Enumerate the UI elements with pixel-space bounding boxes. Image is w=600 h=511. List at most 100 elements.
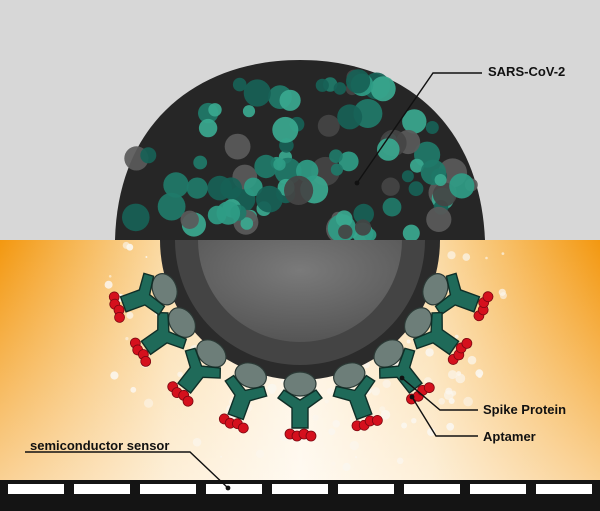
gel-particle (326, 387, 334, 395)
gel-particle (144, 398, 154, 408)
aptamer-leader (411, 396, 478, 437)
protein-cluster (402, 109, 427, 134)
protein-cluster (425, 121, 439, 134)
gel-particle (455, 373, 466, 384)
spike-head (412, 311, 460, 356)
gel-particle (355, 456, 358, 459)
gel-particle (498, 288, 506, 296)
protein-cluster (353, 203, 375, 225)
sensor-pad (206, 484, 262, 494)
protein-cluster (254, 154, 278, 179)
spike-stalk (283, 371, 317, 397)
leader-lines (25, 72, 482, 491)
gel-particle (425, 348, 434, 357)
gel-particle (396, 457, 404, 465)
gel-particle (371, 387, 381, 396)
protein-cluster (381, 177, 400, 196)
sensor-leader-dot (225, 485, 231, 491)
spike-head (224, 374, 268, 421)
virus-upper-body (115, 60, 485, 244)
aptamer-bead (423, 382, 435, 394)
protein-cluster (242, 105, 256, 118)
gel-particle (312, 414, 319, 421)
sensor-pad (470, 484, 526, 494)
spike-protein (108, 272, 178, 323)
protein-cluster (377, 138, 400, 161)
aptamer-bead (182, 395, 194, 407)
protein-cluster (449, 173, 475, 199)
spike-protein (422, 272, 494, 322)
virus-leader (356, 72, 482, 184)
protein-cluster (346, 69, 371, 94)
protein-cluster (232, 77, 247, 92)
gel-particle (220, 455, 223, 458)
protein-cluster (122, 203, 150, 232)
spike-stalk (196, 339, 227, 368)
gel-particle (130, 386, 137, 393)
spike-head (277, 389, 323, 429)
spike-stalk (333, 362, 366, 389)
aptamer-bead (114, 311, 125, 323)
protein-cluster (315, 78, 329, 92)
virus-lower-section (160, 240, 440, 380)
protein-cluster (186, 177, 208, 199)
protein-cluster (401, 170, 414, 183)
protein-cluster (284, 175, 314, 205)
gel-particle (446, 422, 455, 431)
spike-protein (218, 362, 268, 434)
gel-particle (406, 339, 411, 344)
protein-cluster (193, 155, 208, 170)
sensor-pad (74, 484, 130, 494)
aptamer-bead (461, 337, 473, 349)
protein-cluster (180, 210, 199, 229)
protein-cluster (338, 224, 353, 239)
sensor-leader (25, 451, 229, 489)
gel-particle (342, 462, 351, 472)
protein-cluster (370, 76, 396, 102)
protein-cluster (198, 118, 218, 138)
protein-cluster (243, 79, 271, 107)
gel-particle (145, 256, 148, 258)
spike-stalk (151, 273, 178, 306)
protein-cluster (410, 158, 424, 173)
spike-head (140, 311, 188, 356)
gel-particle (467, 355, 477, 365)
sensor-label: semiconductor sensor (30, 438, 170, 453)
spike-proteins (108, 272, 494, 442)
protein-cluster (163, 172, 189, 198)
protein-cluster (317, 114, 340, 137)
aptamer-bead (140, 355, 152, 367)
gel-particle (104, 280, 113, 289)
protein-cluster (402, 224, 420, 242)
spike-head (378, 347, 423, 395)
gel-particle (448, 370, 457, 380)
spike-protein (332, 362, 383, 432)
spike-stalk (373, 339, 404, 368)
gel-particle (125, 337, 129, 341)
protein-cluster (329, 149, 343, 163)
aptamer-label: Aptamer (483, 429, 536, 444)
protein-cluster (224, 133, 251, 160)
sensor-pad (140, 484, 196, 494)
gel-particle (382, 379, 391, 388)
spike-head (119, 272, 166, 316)
protein-cluster (335, 210, 353, 228)
protein-cluster (208, 103, 222, 117)
aptamer-bead (237, 422, 249, 434)
spike-protein (403, 307, 473, 365)
protein-cluster (240, 217, 254, 230)
protein-cluster (157, 192, 186, 221)
gel-particle (438, 398, 446, 405)
spike-head (332, 374, 376, 421)
aptamer-bead (305, 430, 317, 442)
sensor-pad (536, 484, 592, 494)
sensor-pads (8, 484, 592, 494)
sensor-pad (272, 484, 328, 494)
protein-cluster (272, 116, 299, 143)
spike-stalk (422, 273, 449, 306)
protein-cluster (338, 151, 359, 172)
aptamer-leader-dot (409, 394, 415, 400)
sensor-pad (404, 484, 460, 494)
gel-particle (454, 334, 459, 339)
